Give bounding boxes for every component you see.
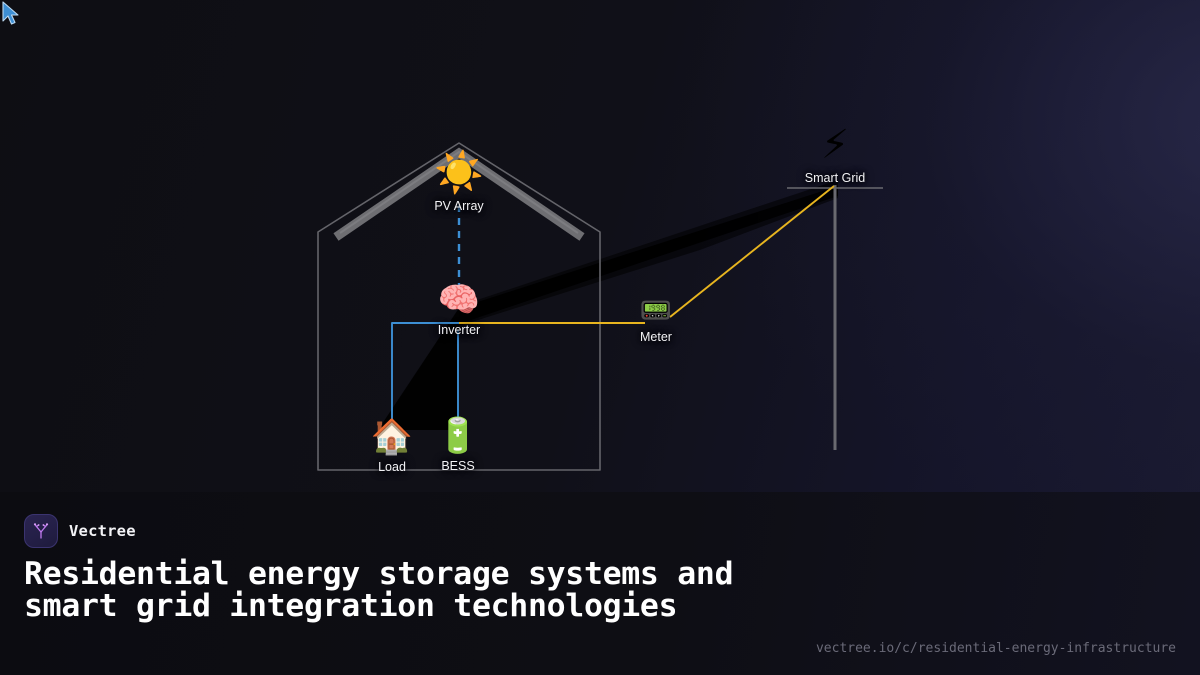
node-load[interactable]: 🏠 Load <box>371 420 413 474</box>
brain-icon: 🧠 <box>437 280 481 320</box>
poster-footer: Vectree Residential energy storage syste… <box>0 492 1200 675</box>
pager-meter-icon: 📟 <box>639 296 673 326</box>
node-bess[interactable]: 🔋 BESS <box>437 419 479 473</box>
node-inverter[interactable]: 🧠 Inverter <box>438 283 480 337</box>
node-smart-grid[interactable]: ⚡ Smart Grid <box>805 125 865 185</box>
residential-energy-system-diagram: ☀️ PV Array 🧠 Inverter 🏠 Load 🔋 BESS 📟 M… <box>2 1 883 474</box>
node-label-meter: Meter <box>640 330 672 344</box>
house-icon: 🏠 <box>370 417 414 457</box>
node-label-smart-grid: Smart Grid <box>804 171 866 185</box>
brand-row: Vectree <box>24 514 136 548</box>
node-label-load: Load <box>378 460 406 474</box>
edge-meter-to-smart-grid <box>669 185 835 318</box>
sun-icon: ☀️ <box>434 150 484 196</box>
edge-inverter-to-load <box>391 322 459 430</box>
node-meter[interactable]: 📟 Meter <box>640 298 672 344</box>
page-title: Residential energy storage systems and s… <box>24 556 734 625</box>
tree-glyph-icon <box>33 523 49 539</box>
diagram-svg <box>317 142 883 471</box>
brand-name: Vectree <box>69 522 136 540</box>
solar-panel-roof-highlight <box>339 150 579 234</box>
node-label-bess: BESS <box>441 459 475 473</box>
vectree-tree-logo-icon <box>24 514 58 548</box>
node-label-inverter: Inverter <box>437 323 481 337</box>
house-outline <box>317 142 601 471</box>
source-url: vectree.io/c/residential-energy-infrastr… <box>815 641 1176 656</box>
lightning-bolt-icon: ⚡ <box>820 122 850 168</box>
inverter-beam-shadow-lower <box>378 308 459 430</box>
battery-icon: 🔋 <box>436 416 480 456</box>
node-pv-array[interactable]: ☀️ PV Array <box>434 153 484 213</box>
node-label-pv-array: PV Array <box>434 199 484 213</box>
mouse-cursor <box>2 1 19 25</box>
inverter-beam-shadow-wide <box>459 180 838 326</box>
